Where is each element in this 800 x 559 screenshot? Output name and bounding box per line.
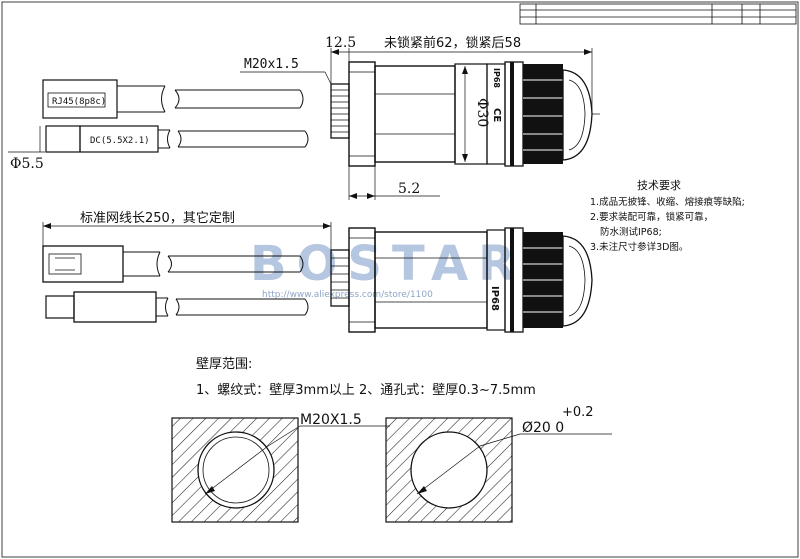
right-hole-label: Ø20 0 bbox=[522, 420, 564, 436]
bottom-assembly: IP68 bbox=[42, 222, 593, 333]
tech-item-3: 防水测试IP68; bbox=[600, 226, 662, 238]
wall-diagram-through-hole bbox=[385, 417, 612, 523]
tech-item-1: 1.成品无披锋、收缩、熔接痕等缺陷; bbox=[590, 196, 745, 208]
dim-12-5: 12.5 bbox=[325, 35, 356, 51]
top-assembly: CE IP68 bbox=[8, 48, 600, 200]
top-ce-mark: CE bbox=[491, 108, 502, 122]
tech-item-2: 2.要求装配可靠，锁紧可靠， bbox=[590, 211, 713, 223]
thread-dim-top: M20x1.5 bbox=[244, 57, 299, 72]
tech-item-4: 3.未注尺寸参详3D图。 bbox=[590, 241, 688, 253]
wall-diagram-threaded bbox=[171, 417, 390, 523]
diameter-5-5: Φ5.5 bbox=[10, 156, 44, 172]
watermark-logo: BOSTAR bbox=[250, 236, 525, 292]
top-ip68-mark: IP68 bbox=[492, 68, 501, 88]
wall-title: 壁厚范围: bbox=[196, 357, 252, 372]
tech-requirements: 技术要求 1.成品无披锋、收缩、熔接痕等缺陷; 2.要求装配可靠，锁紧可靠， 防… bbox=[590, 179, 745, 253]
title-block-table bbox=[519, 3, 797, 25]
left-thread-label: M20X1.5 bbox=[300, 412, 362, 428]
wall-range-line: 1、螺纹式：壁厚3mm以上 2、通孔式：壁厚0.3~7.5mm bbox=[196, 383, 536, 398]
right-tolerance: +0.2 bbox=[562, 405, 594, 420]
bottom-ip68-mark: IP68 bbox=[489, 286, 500, 311]
diameter-30: Φ30 bbox=[474, 98, 490, 127]
tech-title: 技术要求 bbox=[637, 179, 681, 192]
length-note: 未锁紧前62，锁紧后58 bbox=[384, 35, 521, 51]
rj45-label: RJ45(8p8c) bbox=[52, 97, 106, 107]
watermark-url: http://www.aliexpress.com/store/1100 bbox=[262, 290, 433, 300]
cable-length-note: 标准网线长250，其它定制 bbox=[80, 210, 235, 226]
dim-5-2: 5.2 bbox=[398, 181, 420, 197]
dc-label: DC(5.5X2.1) bbox=[90, 136, 150, 146]
